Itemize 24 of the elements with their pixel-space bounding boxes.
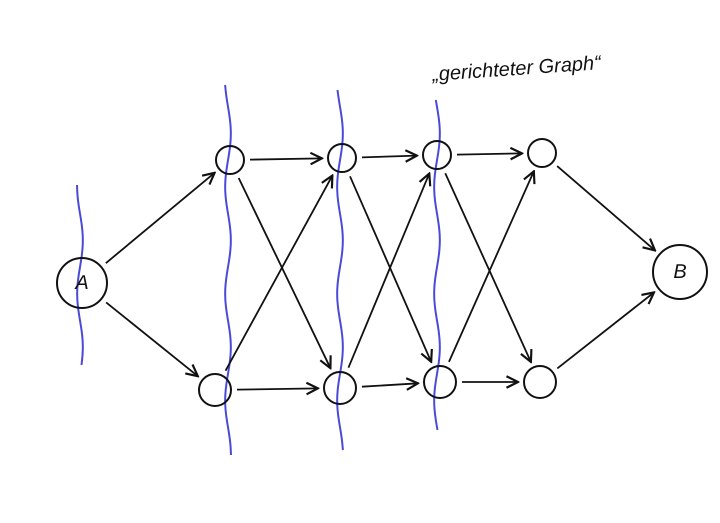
arrow (106, 302, 199, 378)
node-circle (523, 365, 557, 399)
arrow (362, 377, 420, 391)
arrow (456, 146, 524, 160)
arrow (105, 172, 216, 264)
node-circle (652, 244, 708, 300)
node-circle (215, 145, 245, 175)
arrow (362, 149, 418, 163)
arrow (236, 382, 320, 396)
annotation-text: „gerichteter Graph“ (431, 52, 602, 87)
arrow (224, 174, 334, 372)
arrow (238, 178, 332, 370)
arrow (250, 152, 324, 166)
node-circle (327, 143, 357, 173)
arrow (556, 165, 656, 252)
node-label: B (673, 260, 687, 284)
node-circle (422, 140, 452, 170)
node-circle (527, 138, 557, 168)
node-circle (56, 257, 108, 309)
arrow (462, 375, 520, 389)
node-circle (198, 373, 232, 407)
arrow (556, 291, 656, 370)
node-circle (323, 371, 357, 405)
node-circle (423, 365, 457, 399)
